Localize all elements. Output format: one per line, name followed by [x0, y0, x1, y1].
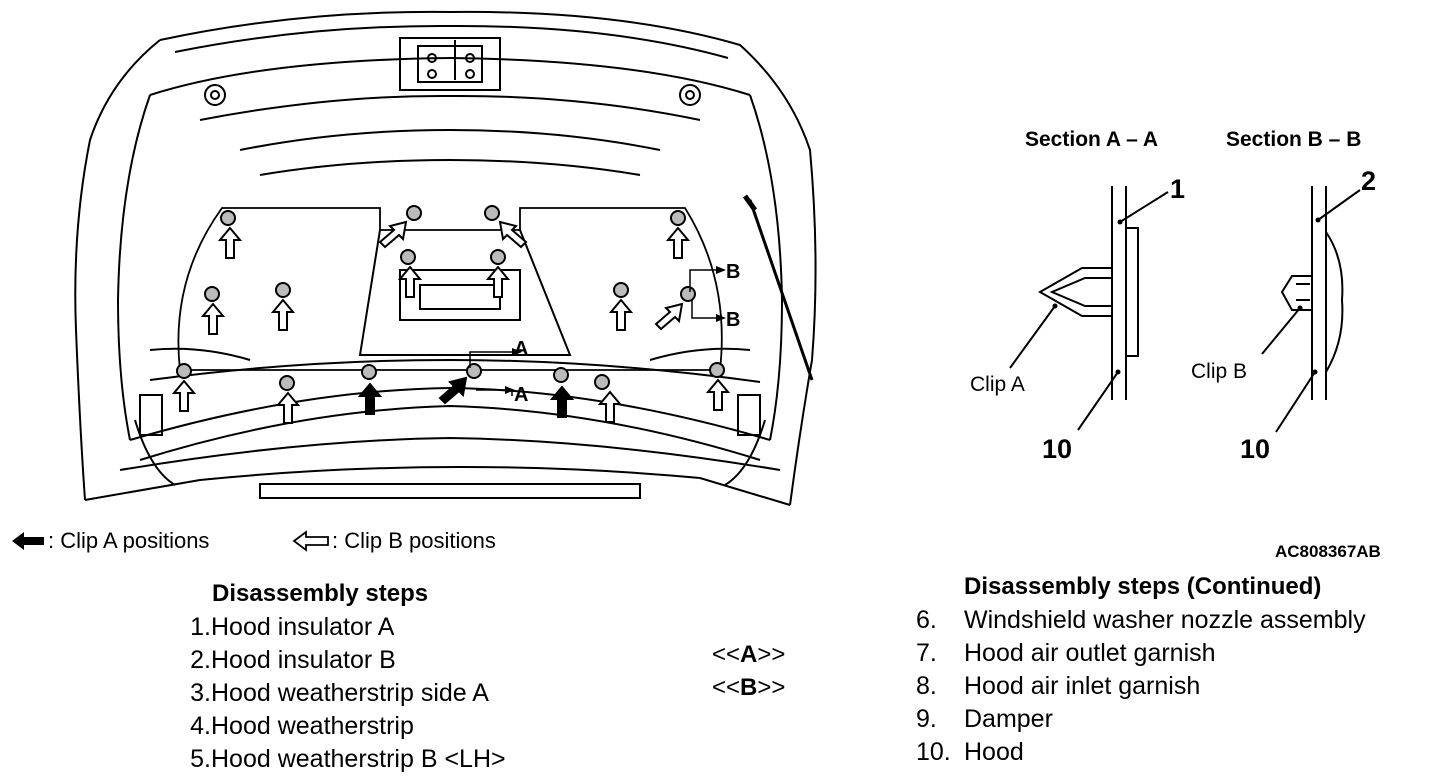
clip-a-label: Clip A	[970, 373, 1025, 396]
step-item: 9. Damper	[916, 703, 1426, 736]
section-mark-a-upper: A	[514, 338, 528, 360]
section-b-title: Section B – B	[1226, 128, 1361, 151]
marker-a-letter: A	[740, 641, 758, 668]
step-text: Damper	[964, 705, 1053, 733]
step-number: 6.	[916, 606, 937, 634]
callout-2: 2	[1361, 166, 1376, 196]
callout-10-b: 10	[1240, 434, 1270, 464]
hood-underside-illustration: A A B B	[74, 10, 817, 506]
section-mark-b-upper: B	[726, 261, 740, 283]
section-mark-b-lower: B	[726, 309, 740, 331]
steps-continued-list: 6. Windshield washer nozzle assembly 7. Ho…	[916, 604, 1426, 769]
figure-code: AC808367AB	[1275, 542, 1381, 561]
step-number: 10.	[916, 738, 951, 766]
step-item: 1.Hood insulator A	[164, 611, 584, 644]
marker-b-open: <<	[712, 674, 741, 701]
filled-arrow-icon	[12, 532, 44, 550]
step-number: 3.	[190, 679, 211, 707]
marker-b-close: >>	[757, 674, 786, 701]
callout-10-a: 10	[1042, 434, 1072, 464]
steps-title: Disassembly steps	[212, 580, 429, 607]
legend-clip-a: : Clip A positions	[10, 528, 209, 554]
step-text: Hood weatherstrip side A	[211, 679, 489, 707]
marker-a: <<A>>	[712, 641, 785, 669]
step-text: Hood weatherstrip B <LH>	[211, 745, 506, 773]
step-number: 7.	[916, 639, 937, 667]
marker-b: <<B>>	[712, 674, 785, 702]
step-text: Windshield washer nozzle assembly	[964, 606, 1366, 634]
callout-1: 1	[1170, 174, 1185, 204]
step-item: 2.Hood insulator B	[164, 644, 584, 677]
legend-clip-b-text: : Clip B positions	[332, 528, 496, 553]
step-item: 3.Hood weatherstrip side A	[164, 677, 584, 710]
section-mark-a-lower: A	[514, 384, 528, 406]
marker-a-open: <<	[712, 641, 741, 668]
steps-continued-title: Disassembly steps (Continued)	[964, 573, 1322, 600]
step-text: Hood air outlet garnish	[964, 639, 1216, 667]
step-item: 8. Hood air inlet garnish	[916, 670, 1426, 703]
step-number: 1.	[190, 613, 211, 641]
step-item: 6. Windshield washer nozzle assembly	[916, 604, 1426, 637]
marker-b-letter: B	[740, 674, 758, 701]
clip-b-label: Clip B	[1191, 360, 1247, 383]
step-item: 5.Hood weatherstrip B <LH>	[164, 743, 584, 776]
section-a-title: Section A – A	[1025, 128, 1158, 151]
step-item: 7. Hood air outlet garnish	[916, 637, 1426, 670]
steps-list: 1.Hood insulator A 2.Hood insulator B 3.…	[164, 611, 584, 776]
step-text: Hood weatherstrip	[211, 712, 414, 740]
outline-arrow-icon	[292, 530, 329, 552]
section-details: Section A – A Section B – B 1 10 Clip A …	[970, 128, 1376, 464]
legend-clip-a-text: : Clip A positions	[48, 528, 210, 553]
step-text: Hood insulator B	[211, 646, 396, 674]
step-number: 4.	[190, 712, 211, 740]
step-number: 5.	[190, 745, 211, 773]
step-number: 9.	[916, 705, 937, 733]
step-number: 8.	[916, 672, 937, 700]
step-text: Hood insulator A	[211, 613, 395, 641]
marker-a-close: >>	[757, 641, 786, 668]
step-number: 2.	[190, 646, 211, 674]
step-text: Hood air inlet garnish	[964, 672, 1201, 700]
legend-clip-b: : Clip B positions	[292, 528, 496, 554]
step-item: 10. Hood	[916, 736, 1426, 769]
step-text: Hood	[964, 738, 1024, 766]
step-item: 4.Hood weatherstrip	[164, 710, 584, 743]
